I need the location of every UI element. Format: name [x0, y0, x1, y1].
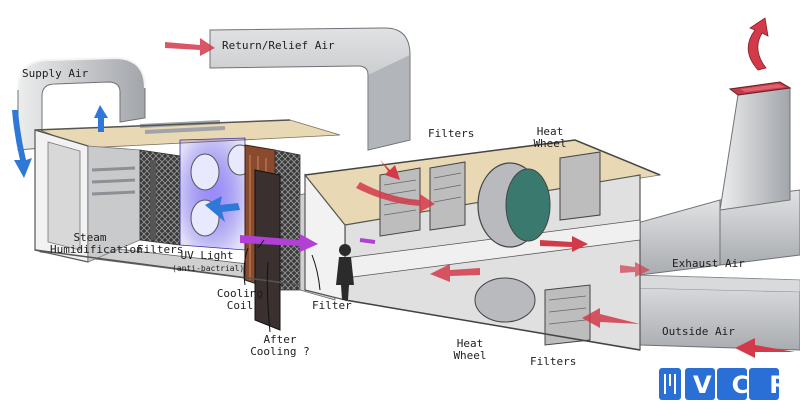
- vcr-logo-mark: [659, 368, 779, 400]
- heat-wheel-bottom-line2: Wheel: [453, 349, 487, 362]
- steam-pipes: [91, 166, 136, 196]
- vcr-logo: VCR: [659, 366, 800, 402]
- return-air-arrow: [165, 38, 215, 56]
- heat-wheel-top-line1: Heat: [536, 125, 564, 138]
- after-cooling-label: After Cooling ?: [240, 334, 320, 358]
- vcr-logo-text: VCR: [693, 371, 800, 399]
- purple-flow-arrow: [240, 234, 376, 252]
- supply-air-label: Supply Air: [22, 67, 89, 80]
- steam-humidification-line1: Steam: [73, 231, 107, 244]
- cooling-coil-label: Cooling Coil: [210, 288, 270, 312]
- filter-mid-label: Filter: [312, 299, 352, 312]
- outside-air-label: Outside Air: [662, 325, 735, 338]
- heat-wheel-top-label: Heat Wheel: [530, 126, 570, 150]
- heat-wheel-top-line2: Wheel: [533, 137, 567, 150]
- outside-air-duct: [629, 274, 800, 351]
- supply-air-arrow: [12, 105, 108, 178]
- cooling-coil-line2: Coil: [226, 299, 254, 312]
- leader-lines: [243, 239, 321, 333]
- ahu-right-section: [304, 139, 662, 351]
- uv-flow-arrow: [205, 196, 240, 222]
- stack-exhaust-arrow: [747, 17, 769, 71]
- cooling-coil-line1: Cooling: [216, 287, 264, 300]
- filters-top-label: Filters: [428, 127, 475, 140]
- return-relief-air-label: Return/Relief Air: [222, 39, 335, 52]
- heat-wheel-bottom-line1: Heat: [456, 337, 484, 350]
- supply-air-duct: [17, 56, 146, 151]
- filters-bottom-label: Filters: [530, 355, 577, 368]
- filter-racks-right: [379, 151, 601, 346]
- heat-wheel: [474, 162, 551, 323]
- uv-light-line1: UV Light: [180, 249, 234, 262]
- ahu-left-section: [34, 119, 341, 331]
- filters-left-label: Filters: [137, 243, 184, 256]
- exhaust-flow-arrow: [356, 160, 650, 277]
- heat-wheel-bottom-label: Heat Wheel: [450, 338, 490, 362]
- exhaust-air-duct: [629, 189, 800, 276]
- uv-light-line2: (anti-bactrial): [172, 264, 245, 273]
- person-silhouette: [336, 244, 354, 300]
- steam-humidification-line2: Humidification: [50, 243, 143, 256]
- exhaust-stack: [719, 81, 792, 211]
- steam-humidification-label: Steam Humidification: [50, 231, 143, 256]
- uv-light-label: UV Light (anti-bactrial): [172, 249, 245, 275]
- return-air-duct: [209, 27, 411, 151]
- exhaust-air-label: Exhaust Air: [672, 257, 745, 270]
- outside-air-flow-arrow: [430, 264, 795, 358]
- after-cooling-line1: After: [263, 333, 297, 346]
- after-cooling-line2: Cooling ?: [250, 345, 310, 358]
